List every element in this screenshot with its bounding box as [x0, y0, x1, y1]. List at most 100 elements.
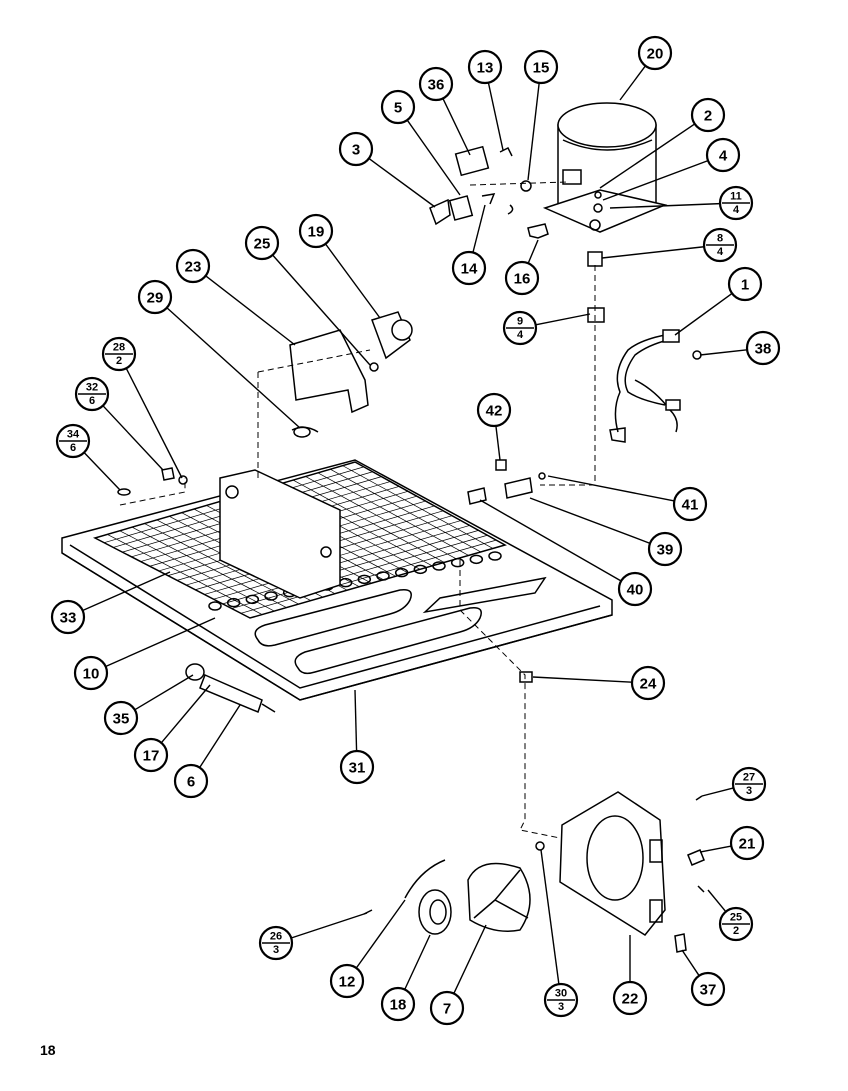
callout-denominator: 4 [717, 246, 724, 258]
callout-label: 37 [700, 982, 717, 999]
leader-7 [453, 924, 487, 994]
electrical-components [429, 145, 605, 323]
callout-17: 17 [133, 737, 169, 773]
callout-numerator: 11 [730, 191, 742, 203]
leader-19 [324, 243, 381, 319]
callout-circle [612, 980, 648, 1016]
leader-34-6 [83, 452, 121, 491]
compressor [542, 102, 668, 233]
callout-circle [523, 49, 559, 85]
callout-denominator: 4 [517, 329, 524, 341]
callout-label: 38 [755, 341, 772, 358]
leader-41 [547, 475, 675, 502]
callout-20: 20 [637, 35, 673, 71]
callout-label: 39 [657, 542, 674, 559]
callout-circle [451, 250, 487, 286]
callout-label: 4 [719, 148, 728, 165]
callout-11-4: 114 [718, 185, 754, 221]
leader-3 [368, 157, 436, 208]
callout-5: 5 [380, 89, 416, 125]
callout-1: 1 [727, 266, 763, 302]
callout-3: 3 [338, 131, 374, 167]
leader-24 [532, 676, 633, 683]
callout-37: 37 [690, 971, 726, 1007]
leader-12 [355, 899, 406, 969]
callout-denominator: 3 [558, 1001, 564, 1013]
callout-label: 2 [704, 108, 712, 125]
callout-label: 22 [622, 991, 639, 1008]
leader-15 [527, 82, 540, 181]
callout-numerator: 9 [517, 316, 523, 328]
leader-9-4 [535, 313, 591, 326]
leader-33 [82, 571, 171, 612]
callout-27-3: 273 [731, 766, 767, 802]
callout-10: 10 [73, 655, 109, 691]
callout-label: 33 [60, 610, 77, 627]
callout-label: 25 [254, 236, 271, 253]
callout-19: 19 [298, 213, 334, 249]
callout-circle [298, 213, 334, 249]
callout-14: 14 [451, 250, 487, 286]
leader-10 [105, 617, 216, 668]
callout-39: 39 [647, 531, 683, 567]
leader-28-2 [125, 367, 183, 479]
callout-denominator: 2 [733, 925, 739, 937]
leader-30-3 [540, 849, 560, 985]
callout-label: 42 [486, 403, 503, 420]
leader-4 [602, 159, 709, 201]
leader-20 [619, 65, 647, 101]
callout-circle [647, 531, 683, 567]
callout-circle [705, 137, 741, 173]
callout-label: 31 [349, 760, 366, 777]
callout-label: 40 [627, 582, 644, 599]
small-hardware [117, 459, 546, 683]
callout-label: 21 [739, 836, 756, 853]
leader-2 [599, 123, 696, 189]
callout-33: 33 [50, 599, 86, 635]
callout-25-2: 252 [718, 906, 754, 942]
callout-28-2: 282 [101, 336, 137, 372]
callout-circle [745, 330, 781, 366]
callout-circle [504, 260, 540, 296]
leader-25-2 [707, 889, 727, 913]
callout-numerator: 32 [86, 382, 98, 394]
callout-label: 15 [533, 60, 550, 77]
callout-16: 16 [504, 260, 540, 296]
leader-16 [527, 239, 539, 264]
callout-denominator: 6 [70, 442, 76, 454]
callout-circle [137, 279, 173, 315]
callout-label: 18 [390, 997, 407, 1014]
callout-label: 24 [640, 676, 657, 693]
callout-circle [617, 571, 653, 607]
leader-lines [82, 65, 748, 994]
callout-circle [73, 655, 109, 691]
leader-25 [272, 254, 371, 366]
leader-27-3 [701, 787, 734, 797]
callout-circle [429, 990, 465, 1026]
leader-32-6 [102, 405, 164, 471]
callout-26-3: 263 [258, 925, 294, 961]
callout-label: 3 [352, 142, 360, 159]
callout-34-6: 346 [55, 423, 91, 459]
callout-circle [729, 825, 765, 861]
callout-30-3: 303 [543, 982, 579, 1018]
leader-42 [495, 425, 501, 461]
callout-7: 7 [429, 990, 465, 1026]
callout-12: 12 [329, 963, 365, 999]
callout-circle [329, 963, 365, 999]
callout-denominator: 6 [89, 395, 95, 407]
callout-label: 12 [339, 974, 356, 991]
leader-13 [487, 82, 504, 151]
wire-harness [609, 329, 702, 443]
callout-label: 14 [461, 261, 478, 278]
callout-circle [133, 737, 169, 773]
callout-29: 29 [137, 279, 173, 315]
leader-1 [674, 292, 733, 336]
callout-22: 22 [612, 980, 648, 1016]
callout-label: 10 [83, 666, 100, 683]
leader-14 [472, 204, 486, 253]
callout-label: 29 [147, 290, 164, 307]
callout-label: 23 [185, 259, 202, 276]
